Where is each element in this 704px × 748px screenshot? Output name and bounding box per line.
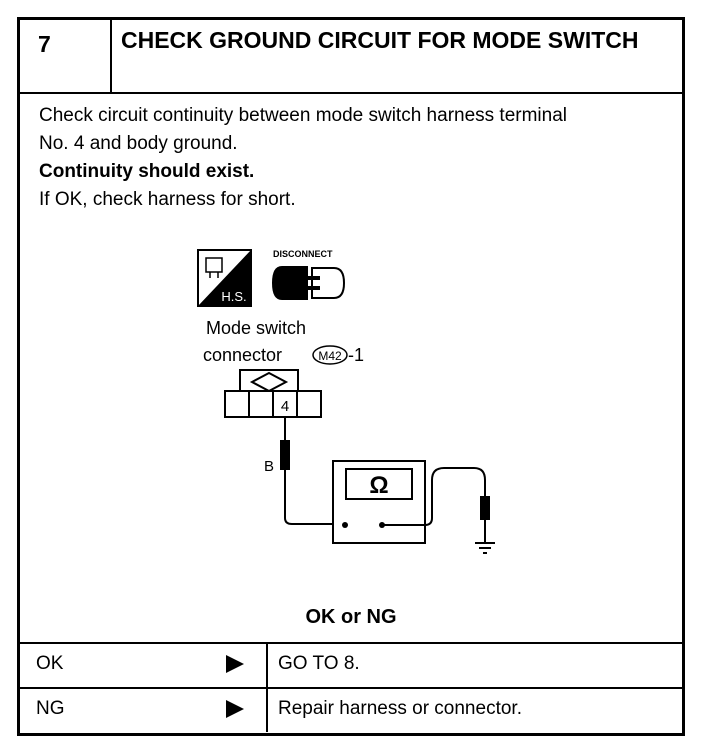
result-action-text: GO TO 8. bbox=[278, 653, 360, 674]
result-row-ok: OK GO TO 8. bbox=[20, 642, 682, 687]
connector-drawing: 4 bbox=[224, 369, 322, 418]
connector-id-badge bbox=[312, 345, 348, 365]
instructions: Check circuit continuity between mode sw… bbox=[39, 102, 679, 214]
disconnect-label: DISCONNECT bbox=[273, 249, 333, 259]
connector-label-line-2: connector bbox=[203, 345, 282, 365]
ground-symbol bbox=[475, 542, 495, 554]
ohm-symbol: Ω bbox=[369, 472, 388, 499]
connector-id: M42 bbox=[318, 349, 342, 363]
step-title: CHECK GROUND CIRCUIT FOR MODE SWITCH bbox=[121, 27, 639, 53]
harness-side-icon: H.S. bbox=[197, 249, 252, 307]
arrow-right-icon bbox=[226, 655, 244, 673]
test-lead-left bbox=[284, 470, 340, 525]
result-action: Repair harness or connector. bbox=[266, 689, 685, 732]
step-header: 7 CHECK GROUND CIRCUIT FOR MODE SWITCH bbox=[20, 20, 682, 94]
wire-color: B bbox=[264, 458, 274, 475]
instruction-line-1: Check circuit continuity between mode sw… bbox=[39, 105, 568, 126]
step-number-cell: 7 bbox=[20, 20, 112, 92]
instruction-emphasis: Continuity should exist. bbox=[39, 161, 255, 182]
terminal-number: 4 bbox=[281, 398, 289, 415]
result-action: GO TO 8. bbox=[266, 644, 685, 687]
step-number: 7 bbox=[38, 31, 51, 57]
result-label: OK bbox=[36, 653, 64, 674]
arrow-right-icon bbox=[226, 700, 244, 718]
probe-handle bbox=[280, 440, 290, 470]
result-prompt: OK or NG bbox=[305, 606, 397, 628]
procedure-frame: 7 CHECK GROUND CIRCUIT FOR MODE SWITCH C… bbox=[17, 17, 685, 736]
connector-label-line-1: Mode switch bbox=[206, 318, 306, 338]
result-action-text: Repair harness or connector. bbox=[278, 698, 522, 719]
disconnect-icon: DISCONNECT bbox=[272, 249, 346, 300]
ohmmeter: Ω bbox=[332, 460, 426, 544]
test-lead-right bbox=[382, 467, 486, 526]
continuity-diagram: H.S. DISCONNECT Mode switch connector M4… bbox=[197, 249, 495, 554]
instruction-line-3: If OK, check harness for short. bbox=[39, 189, 296, 210]
instruction-line-2: No. 4 and body ground. bbox=[39, 133, 238, 154]
hs-label: H.S. bbox=[221, 289, 246, 304]
result-row-ng: NG Repair harness or connector. bbox=[20, 687, 682, 732]
connector-suffix: -1 bbox=[348, 345, 364, 365]
ground-probe bbox=[480, 496, 490, 520]
result-label: NG bbox=[36, 698, 65, 719]
